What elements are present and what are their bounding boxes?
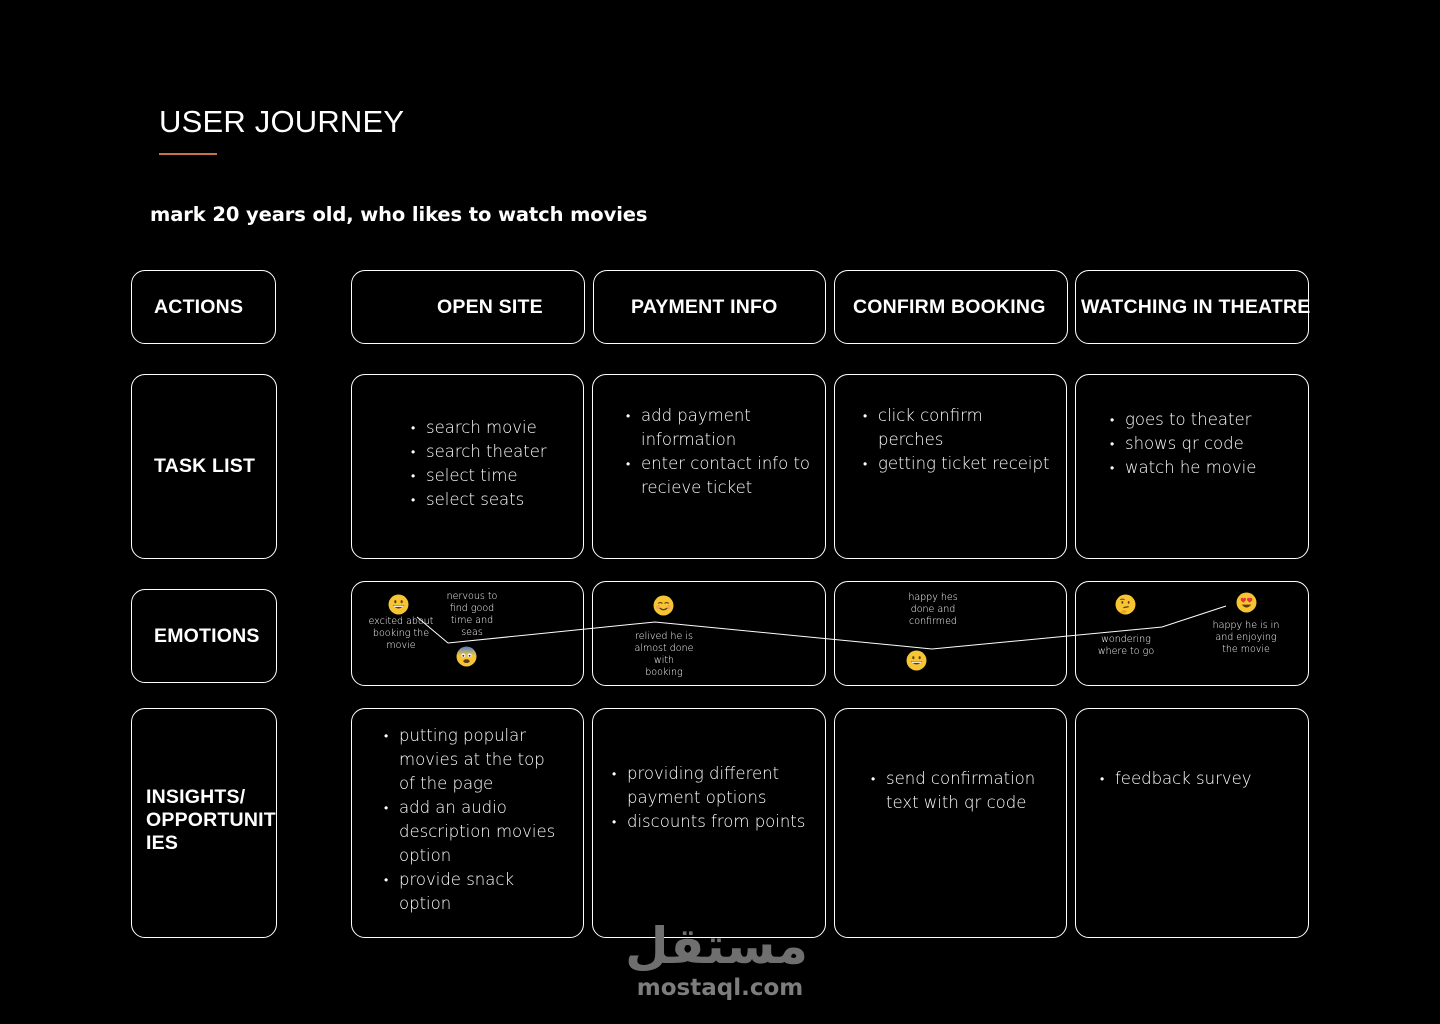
task-item: search theater xyxy=(411,440,581,464)
task-item: getting ticket receipt xyxy=(863,452,1063,476)
insights-label-line1: INSIGHTS/ xyxy=(146,785,246,808)
insight-cell-confirm-booking: send confirmation text with qr code xyxy=(834,708,1067,938)
row-header-actions-label: ACTIONS xyxy=(154,295,244,318)
emotion-label-relived: relived he is almost done with booking xyxy=(634,631,694,678)
row-header-task-list-label: TASK LIST xyxy=(154,455,256,477)
grinning-face-icon xyxy=(906,650,927,671)
insight-item: add an audio description movies option xyxy=(384,796,564,868)
watermark-latin: mostaql.com xyxy=(636,975,804,1001)
watermark-arabic: مستقل xyxy=(625,917,808,975)
persona-description: mark 20 years old, who likes to watch mo… xyxy=(150,203,648,226)
task-list: add payment information enter contact in… xyxy=(626,404,816,500)
title-underline xyxy=(159,153,217,155)
emotion-label-happy-enjoying: happy he is in and enjoying the movie xyxy=(1212,620,1280,655)
insight-cell-payment-info: providing different payment options disc… xyxy=(592,708,826,938)
insight-list: feedback survey xyxy=(1100,767,1290,791)
insight-list: providing different payment options disc… xyxy=(612,762,812,834)
insights-label-line2: OPPORTUNIT xyxy=(146,808,276,831)
task-item: enter contact info to recieve ticket xyxy=(626,452,811,500)
task-cell-payment-info: add payment information enter contact in… xyxy=(592,374,826,559)
insight-item: providing different payment options xyxy=(612,762,792,810)
insight-item: discounts from points xyxy=(612,810,812,834)
stage-header-confirm-booking: CONFIRM BOOKING xyxy=(834,270,1068,344)
row-header-actions: ACTIONS xyxy=(131,270,276,344)
heart-eyes-face-icon xyxy=(1236,592,1257,613)
stage-header-watching-in-theatre: WATCHING IN THEATRE xyxy=(1075,270,1311,344)
row-header-emotions: EMOTIONS xyxy=(131,589,277,683)
task-item: goes to theater xyxy=(1110,408,1300,432)
stage-header-open-site: OPEN SITE xyxy=(351,270,585,344)
task-item: add payment information xyxy=(626,404,781,452)
thinking-face-icon xyxy=(1115,594,1136,615)
anxious-face-icon xyxy=(456,646,477,667)
row-header-emotions-label: EMOTIONS xyxy=(154,624,260,647)
stage-label: CONFIRM BOOKING xyxy=(853,295,1046,318)
emotion-label-nervous: nervous to find good time and seas xyxy=(446,591,498,638)
emotion-cell-payment-info xyxy=(592,581,826,686)
insight-list: putting popular movies at the top of the… xyxy=(384,724,564,916)
emotion-label-happy-done: happy hes done and confirmed xyxy=(908,592,958,627)
insight-cell-watching-in-theatre: feedback survey xyxy=(1075,708,1309,938)
emotion-label-wondering: wondering where to go xyxy=(1097,634,1155,657)
row-header-task-list: TASK LIST xyxy=(131,374,277,559)
grinning-face-icon xyxy=(388,594,409,615)
smiling-face-icon xyxy=(653,595,674,616)
task-cell-open-site: search movie search theater select time … xyxy=(351,374,584,559)
page-title: USER JOURNEY xyxy=(159,104,405,139)
task-item: click confirm perches xyxy=(863,404,998,452)
insights-label-line3: IES xyxy=(146,831,179,854)
task-list: search movie search theater select time … xyxy=(411,416,581,512)
insight-item: putting popular movies at the top of the… xyxy=(384,724,564,796)
task-cell-confirm-booking: click confirm perches getting ticket rec… xyxy=(834,374,1067,559)
insight-item: send confirmation text with qr code xyxy=(871,767,1046,815)
emotion-label-excited: excited about booking the movie xyxy=(368,616,434,651)
task-item: shows qr code xyxy=(1110,432,1300,456)
stage-label: PAYMENT INFO xyxy=(631,295,778,318)
stage-label: OPEN SITE xyxy=(437,295,543,318)
task-item: select time xyxy=(411,464,581,488)
row-header-insights-label: INSIGHTS/ OPPORTUNIT IES xyxy=(146,786,276,855)
stage-header-payment-info: PAYMENT INFO xyxy=(593,270,826,344)
task-list: goes to theater shows qr code watch he m… xyxy=(1110,408,1300,480)
task-item: search movie xyxy=(411,416,581,440)
task-item: select seats xyxy=(411,488,581,512)
task-list: click confirm perches getting ticket rec… xyxy=(863,404,1063,476)
row-header-insights: INSIGHTS/ OPPORTUNIT IES xyxy=(131,708,277,938)
stage-label: WATCHING IN THEATRE xyxy=(1081,295,1311,318)
mostaql-watermark: مستقل mostaql.com xyxy=(625,917,808,1002)
task-cell-watching-in-theatre: goes to theater shows qr code watch he m… xyxy=(1075,374,1309,559)
insight-cell-open-site: putting popular movies at the top of the… xyxy=(351,708,584,938)
insight-item: feedback survey xyxy=(1100,767,1290,791)
task-item: watch he movie xyxy=(1110,456,1300,480)
insight-item: provide snack option xyxy=(384,868,534,916)
insight-list: send confirmation text with qr code xyxy=(871,767,1046,815)
